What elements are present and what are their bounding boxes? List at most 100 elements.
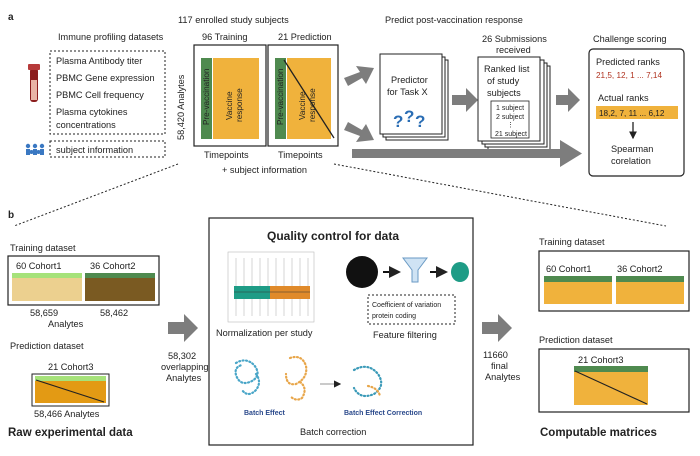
batch-correction-label: Batch correction — [300, 427, 366, 437]
ranked-list-title: Ranked list — [484, 64, 530, 74]
raw-training-title: Training dataset — [10, 243, 76, 253]
timepoints-label-prediction: Timepoints — [278, 150, 323, 160]
out-cohort3-pre-bar — [574, 366, 648, 372]
pre-vaccination-label-prediction: Pre-vaccination — [276, 68, 285, 125]
normalization-label: Normalization per study — [216, 328, 313, 338]
predicted-ranks-label: Predicted ranks — [596, 57, 660, 67]
long-arrow-to-scoring — [352, 140, 582, 167]
arrow-to-computable — [482, 314, 512, 342]
out-cohort1-response-bar — [544, 282, 612, 304]
overlap-word: overlapping — [161, 362, 209, 372]
submissions-count: 26 Submissions — [482, 34, 547, 44]
svg-text:?: ? — [415, 112, 425, 131]
final-word: final — [491, 361, 508, 371]
predictor-label: Predictor — [391, 75, 428, 85]
raw-cohort1-response-bar — [12, 278, 82, 301]
out-training-title: Training dataset — [539, 237, 605, 247]
datasets-box — [49, 50, 166, 135]
raw-cohort1-analytes: 58,659 — [30, 308, 58, 318]
predictor-stack — [379, 53, 449, 141]
out-training-box — [538, 250, 690, 312]
unfiltered-data-icon — [346, 256, 378, 288]
filter-criteria-box — [367, 294, 456, 325]
raw-prediction-title: Prediction dataset — [10, 341, 84, 351]
qc-title: Quality control for data — [267, 229, 399, 243]
arrow-to-qc — [168, 314, 198, 342]
pre-vaccination-label: Pre-vaccination — [202, 68, 211, 125]
panel-a-label: a — [8, 12, 14, 23]
out-cohort2-label: 36 Cohort2 — [617, 264, 662, 274]
test-tube-icon — [28, 64, 40, 102]
ranked-item-2: 2 subject — [496, 114, 524, 121]
svg-text:?: ? — [393, 112, 403, 131]
batch-effect-correction-label: Batch Effect Correction — [344, 410, 422, 417]
ranked-item-21: 21 subject — [495, 131, 527, 138]
dataset-item-gene-expression: PBMC Gene expression — [56, 73, 155, 83]
arrow-to-ranked-list — [452, 88, 478, 112]
normalization-boxplot — [227, 251, 315, 323]
dataset-item-antibody: Plasma Antibody titer — [56, 56, 142, 66]
zoom-line-right — [333, 163, 667, 227]
raw-cohort3-label: 21 Cohort3 — [48, 362, 93, 372]
raw-cohort3-diagonal — [35, 379, 105, 403]
raw-cohort2-analytes: 58,462 — [100, 308, 128, 318]
out-cohort1-label: 60 Cohort1 — [546, 264, 591, 274]
out-cohort3-response-bar — [574, 372, 648, 405]
out-cohort3-diagonal — [574, 370, 648, 405]
svg-text:?: ? — [404, 107, 414, 126]
filter-funnel-icon — [402, 257, 428, 283]
training-matrix: Pre-vaccination Vaccine response — [193, 44, 267, 147]
actual-ranks-label: Actual ranks — [598, 93, 649, 103]
analytes-count: 58,420 Analytes — [176, 74, 186, 140]
subject-info-box — [49, 140, 166, 158]
actual-ranks-values: 18,2, 7, 11 ... 6,12 — [599, 109, 665, 118]
overlap-analytes: Analytes — [166, 373, 202, 383]
spearman-label: Spearman — [611, 144, 653, 154]
arrow-to-scoring — [556, 88, 580, 112]
out-cohort1-pre-bar — [544, 276, 612, 282]
raw-data-title: Raw experimental data — [8, 427, 133, 439]
out-prediction-box — [538, 348, 690, 413]
correlation-label: corelation — [611, 156, 651, 166]
challenge-scoring-title: Challenge scoring — [593, 34, 667, 44]
ranked-subjects-box — [490, 100, 530, 139]
predictor-task-label: for Task X — [387, 87, 428, 97]
ranked-list-title-2: of study — [487, 76, 520, 86]
computable-title: Computable matrices — [540, 427, 657, 439]
protein-coding-label: protein coding — [372, 313, 416, 320]
training-label: 96 Training — [202, 32, 247, 42]
out-cohort2-pre-bar — [616, 276, 684, 282]
immune-profiling-title: Immune profiling datasets — [58, 32, 164, 42]
raw-cohort1-pre-bar — [12, 273, 82, 278]
batch-corrected-scatter — [352, 365, 383, 398]
raw-cohort3-pre-bar — [35, 376, 106, 381]
raw-cohort2-label: 36 Cohort2 — [90, 261, 135, 271]
raw-cohort2-pre-bar — [85, 273, 155, 278]
dataset-item-cell-frequency: PBMC Cell frequency — [56, 90, 144, 100]
panel-b-label: b — [8, 210, 14, 221]
raw-cohort1-label: 60 Cohort1 — [16, 261, 61, 271]
raw-cohort3-analytes: 58,466 Analytes — [34, 409, 100, 419]
dataset-item-cytokines: Plasma cytokines — [56, 107, 128, 117]
cv-label: Coefficient of variation — [372, 302, 441, 309]
batch-effect-label: Batch Effect — [244, 410, 286, 417]
batch-effect-scatter — [234, 355, 308, 401]
vaccine-response-label: Vaccine — [225, 91, 234, 120]
predicted-ranks-values: 21,5, 12, 1 ... 7,14 — [596, 71, 662, 80]
dataset-item-cytokines-2: concentrations — [56, 120, 116, 130]
actual-ranks-bar — [596, 106, 678, 119]
arrow-to-predictor-upper — [344, 66, 374, 86]
out-cohort3-label: 21 Cohort3 — [578, 355, 623, 365]
vaccine-response-label-2: response — [235, 88, 244, 122]
timepoints-label-training: Timepoints — [204, 150, 249, 160]
people-icon — [25, 143, 45, 155]
filtered-data-icon — [451, 262, 469, 282]
arrow-to-predictor-lower — [344, 122, 374, 142]
submissions-received: received — [496, 45, 531, 55]
out-prediction-title: Prediction dataset — [539, 335, 613, 345]
plus-subject-information: + subject information — [222, 165, 307, 175]
final-count: 11660 — [483, 350, 508, 360]
subject-information: subject information — [56, 145, 133, 155]
question-marks-icon: ? ? ? — [393, 107, 425, 131]
